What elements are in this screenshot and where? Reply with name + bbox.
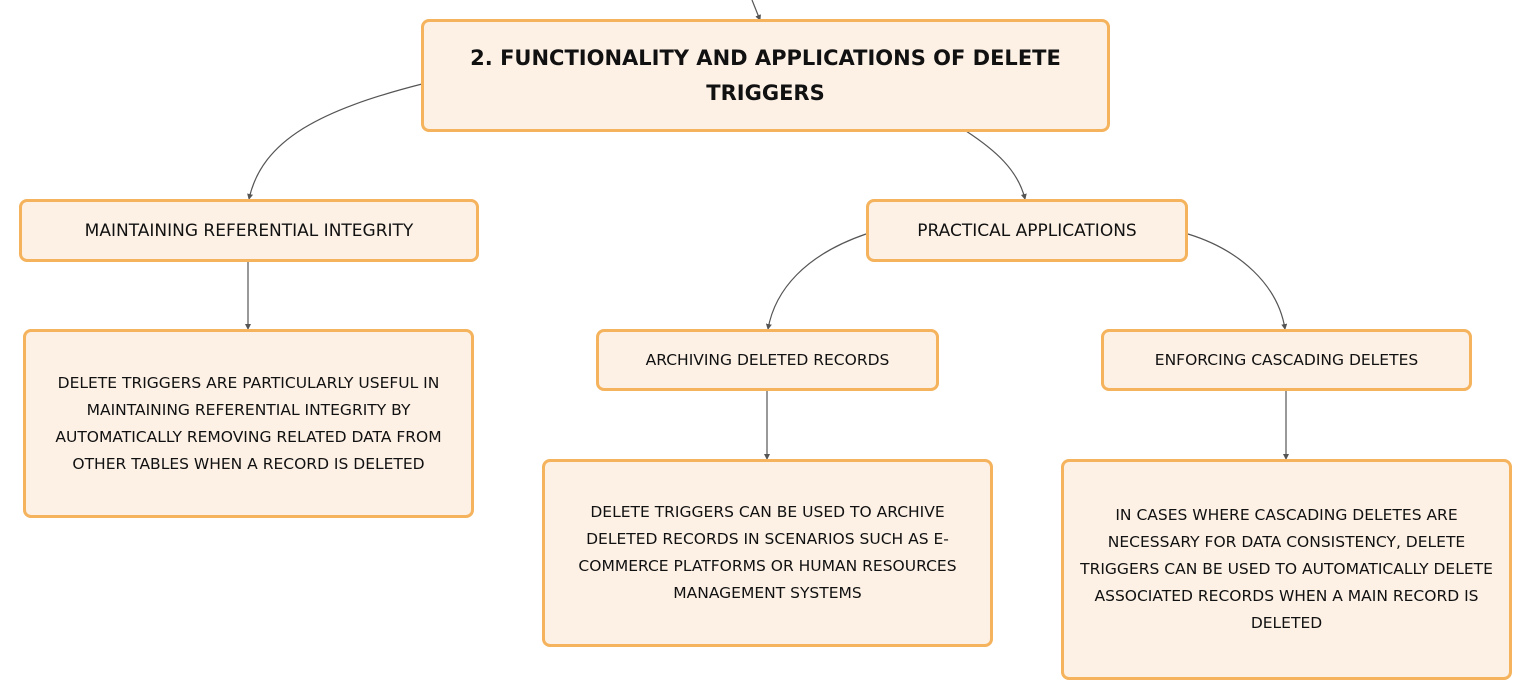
- topic-label: MAINTAINING REFERENTIAL INTEGRITY: [84, 220, 414, 241]
- detail-text: IN CASES WHERE CASCADING DELETES ARE NEC…: [1080, 506, 1493, 632]
- detail-text: DELETE TRIGGERS CAN BE USED TO ARCHIVE D…: [578, 503, 957, 602]
- connector-root-to-integrity: [247, 83, 423, 200]
- detail-node-archiving[interactable]: DELETE TRIGGERS CAN BE USED TO ARCHIVE D…: [542, 459, 993, 647]
- detail-node-referential-integrity[interactable]: DELETE TRIGGERS ARE PARTICULARLY USEFUL …: [23, 329, 474, 518]
- subtopic-node-archiving-deleted-records[interactable]: ARCHIVING DELETED RECORDS: [596, 329, 939, 391]
- connector-practical-to-cascading: [1187, 233, 1288, 330]
- subtopic-node-enforcing-cascading-deletes[interactable]: ENFORCING CASCADING DELETES: [1101, 329, 1472, 391]
- connector-incoming-root: [751, 0, 761, 21]
- detail-node-cascading[interactable]: IN CASES WHERE CASCADING DELETES ARE NEC…: [1061, 459, 1512, 680]
- root-title: 2. FUNCTIONALITY AND APPLICATIONS OF DEL…: [470, 45, 1061, 105]
- connector-root-to-practical: [965, 130, 1027, 200]
- topic-label: PRACTICAL APPLICATIONS: [917, 220, 1137, 241]
- subtopic-label: ARCHIVING DELETED RECORDS: [645, 351, 890, 369]
- topic-node-maintaining-referential-integrity[interactable]: MAINTAINING REFERENTIAL INTEGRITY: [19, 199, 479, 262]
- connector-practical-to-archiving: [765, 233, 867, 330]
- root-node[interactable]: 2. FUNCTIONALITY AND APPLICATIONS OF DEL…: [421, 19, 1110, 132]
- topic-node-practical-applications[interactable]: PRACTICAL APPLICATIONS: [866, 199, 1188, 262]
- subtopic-label: ENFORCING CASCADING DELETES: [1154, 351, 1419, 369]
- detail-text: DELETE TRIGGERS ARE PARTICULARLY USEFUL …: [55, 373, 442, 473]
